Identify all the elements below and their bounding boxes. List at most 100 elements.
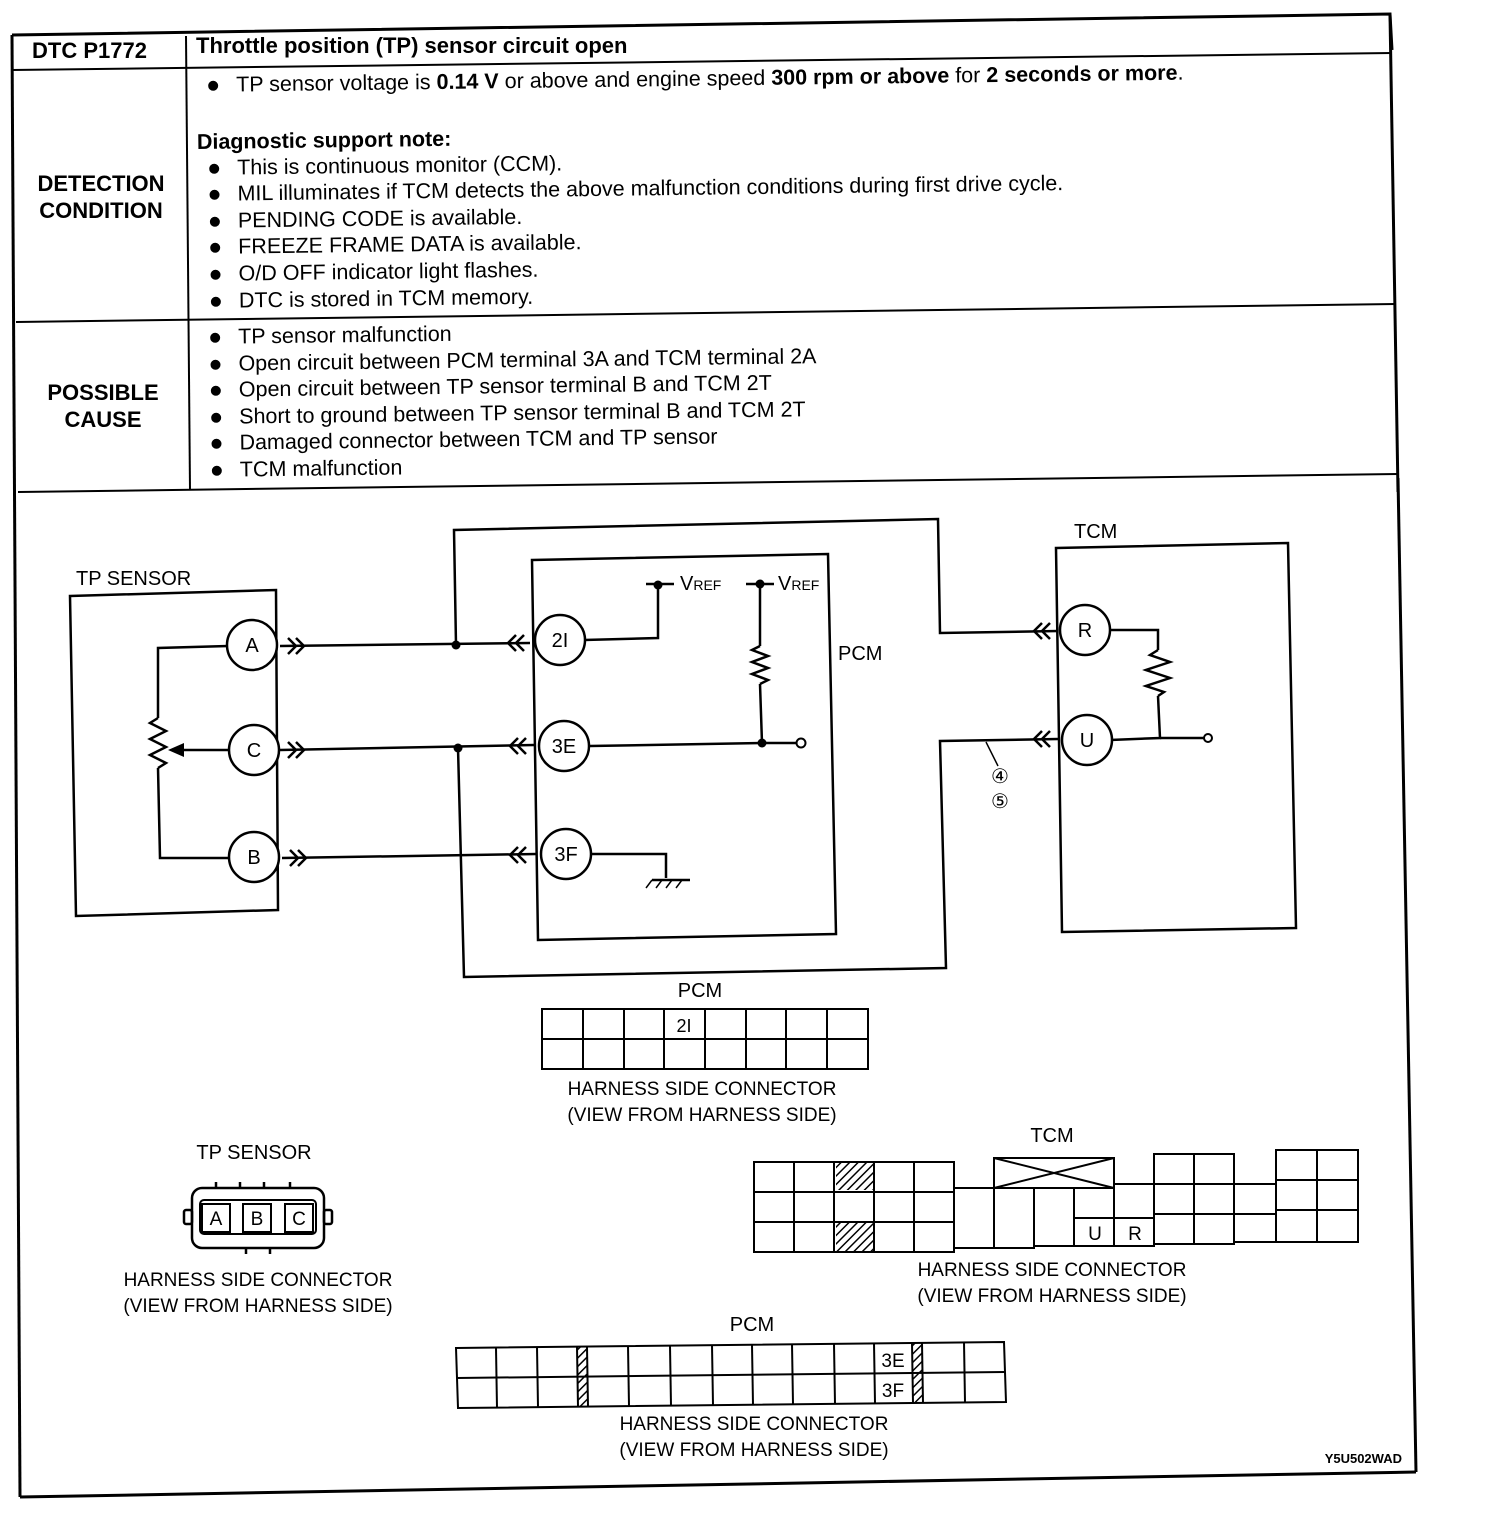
arrow-2i-2 <box>514 634 525 652</box>
pcm-connector-2-title: PCM <box>730 1314 774 1336</box>
arrow-r-1 <box>1032 622 1043 640</box>
pcm-connector-1-pin: 2I <box>676 1016 691 1036</box>
tp-pot-resistor <box>147 716 169 770</box>
wire-c-3e <box>279 743 535 752</box>
pcm-terminal-3e-label: 3E <box>552 736 576 758</box>
pcm-connector-2-pin-3f: 3F <box>882 1381 904 1402</box>
tp-terminal-c <box>227 723 281 777</box>
wire-loop-r <box>452 517 1059 646</box>
tcm-connector: TCM <box>753 1125 1359 1307</box>
pcm-connector-2-caption2: (VIEW FROM HARNESS SIDE) <box>619 1440 888 1461</box>
arrow-3e-1 <box>508 737 519 755</box>
arrow-3f-2 <box>516 846 527 864</box>
pcm-connector-2-pin-3e: 3E <box>881 1351 904 1372</box>
arrow-2i-1 <box>506 634 517 652</box>
tcm-connector-caption2: (VIEW FROM HARNESS SIDE) <box>917 1286 1186 1307</box>
tcm-resistor <box>1142 648 1174 698</box>
tp-connector-pin-a: A <box>210 1209 223 1230</box>
tp-connector-caption1: HARNESS SIDE CONNECTOR <box>124 1270 393 1291</box>
pcm-connector-2-caption1: HARNESS SIDE CONNECTOR <box>620 1414 889 1435</box>
marker-leader <box>985 741 999 767</box>
wire-b-3f <box>281 852 537 860</box>
pcm-label: PCM <box>838 643 882 665</box>
tp-terminal-b <box>227 830 281 884</box>
pcm-connector-1-title: PCM <box>678 980 722 1002</box>
arrow-b-2 <box>297 849 308 867</box>
tcm-label: TCM <box>1074 521 1117 543</box>
tp-connector-pin-b: B <box>251 1209 264 1230</box>
tp-terminal-a <box>225 618 279 672</box>
junction-dot <box>653 580 663 590</box>
tcm-connector-pin-r: R <box>1128 1224 1142 1245</box>
wire-marker-4: ④ <box>991 766 1009 788</box>
pcm-3e-line <box>589 741 763 748</box>
wire-loop-u <box>456 737 1059 979</box>
arrow-c-2 <box>295 741 306 759</box>
junction-dot <box>755 579 765 589</box>
tp-connector: TP SENSOR A B C <box>123 1142 392 1317</box>
vref-label-2: VREF <box>778 573 819 595</box>
pcm-terminal-2i-label: 2I <box>552 630 569 652</box>
tcm-connector-pin-u: U <box>1088 1224 1102 1245</box>
tp-connector-pin-c: C <box>292 1209 306 1230</box>
pcm-terminal-2i <box>533 613 587 667</box>
tp-terminal-a-label: A <box>245 635 259 657</box>
pcm-connector-1: PCM 2I HARNESS SIDE CONNECTOR (VIEW FROM… <box>541 980 869 1126</box>
tp-terminal-b-label: B <box>247 847 260 869</box>
tcm-terminal-u <box>1060 713 1114 767</box>
arrow-a-1 <box>287 637 298 655</box>
arrow-3e-2 <box>516 737 527 755</box>
open-terminal <box>1203 733 1213 743</box>
tcm-u-line <box>1109 695 1162 742</box>
tp-wiper-arrow <box>168 743 184 757</box>
dtc-code: DTC P1772 <box>32 38 147 63</box>
tp-pot-wire <box>156 644 229 718</box>
pcm-2i-vref <box>583 586 660 642</box>
arrow-u-1 <box>1032 730 1043 748</box>
vref-label-1: VREF <box>680 573 721 595</box>
detection-label-line2: CONDITION <box>39 198 163 223</box>
detection-label-line1: DETECTION <box>37 171 165 196</box>
arrow-r-2 <box>1040 622 1051 640</box>
tp-sensor-box <box>68 588 280 918</box>
pcm-resistor-down <box>758 683 796 745</box>
tcm-terminal-r <box>1058 603 1112 657</box>
wire-a-2i <box>279 641 531 648</box>
arrow-3f-1 <box>508 846 519 864</box>
tcm-box <box>1054 541 1298 934</box>
pcm-terminal-3e <box>537 719 591 773</box>
cause-label-line1: POSSIBLE <box>47 380 159 405</box>
tcm-r-line <box>1110 628 1160 650</box>
wire-marker-5: ⑤ <box>991 791 1009 813</box>
open-terminal <box>795 737 807 749</box>
pcm-box <box>530 552 838 942</box>
tcm-terminal-u-label: U <box>1080 730 1094 752</box>
tcm-connector-caption1: HARNESS SIDE CONNECTOR <box>918 1260 1187 1281</box>
tcm-terminal-r-label: R <box>1078 620 1092 642</box>
pcm-terminal-3f-label: 3F <box>554 844 577 866</box>
junction-dot <box>757 738 767 748</box>
tp-sensor-label: TP SENSOR <box>76 568 191 590</box>
pcm-connector-1-caption2: (VIEW FROM HARNESS SIDE) <box>567 1105 836 1126</box>
arrow-u-2 <box>1040 730 1051 748</box>
junction-dot <box>451 640 461 650</box>
junction-dot <box>453 743 463 753</box>
tp-pot-wire-b <box>156 767 228 860</box>
pcm-3f-gnd <box>590 852 668 878</box>
figure-id: Y5U502WAD <box>1325 1451 1402 1466</box>
possible-cause-label: POSSIBLE CAUSE <box>22 379 184 433</box>
dtc-title: Throttle position (TP) sensor circuit op… <box>196 33 628 58</box>
cause-label-line2: CAUSE <box>64 407 142 432</box>
arrow-b-1 <box>289 849 300 867</box>
tp-terminal-c-label: C <box>247 740 261 762</box>
tp-connector-caption2: (VIEW FROM HARNESS SIDE) <box>123 1296 392 1317</box>
pcm-connector-2: PCM 3E <box>454 1314 1008 1461</box>
arrow-a-2 <box>295 637 306 655</box>
arrow-c-1 <box>287 741 298 759</box>
tp-connector-title: TP SENSOR <box>196 1142 311 1164</box>
detection-condition-label: DETECTION CONDITION <box>20 170 182 224</box>
pcm-resistor <box>748 644 772 686</box>
